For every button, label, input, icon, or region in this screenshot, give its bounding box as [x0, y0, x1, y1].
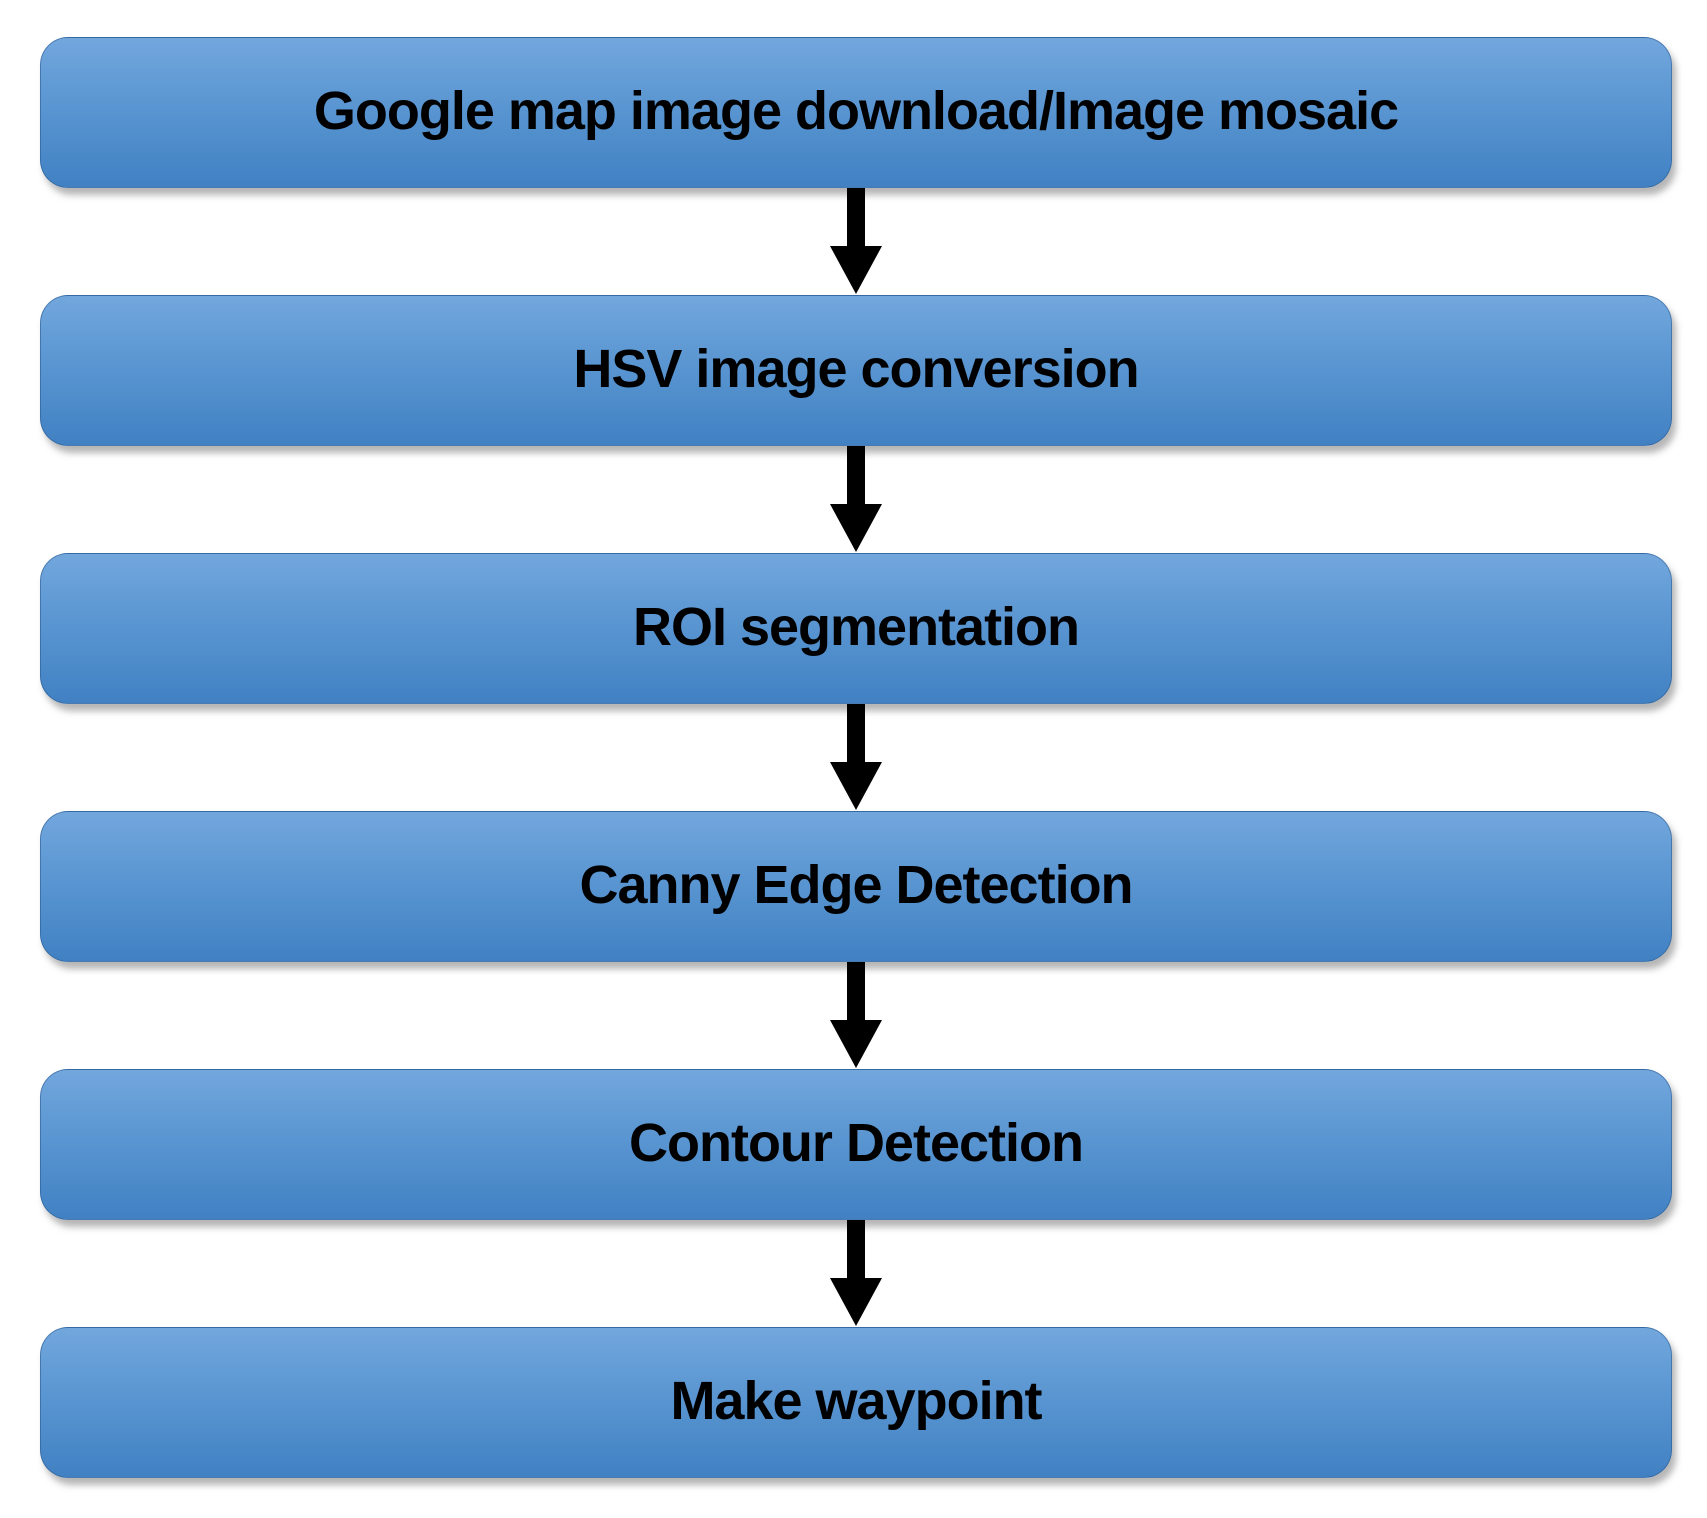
connector-5	[40, 1220, 1672, 1327]
connector-1	[40, 188, 1672, 295]
step-box-hsv-image-conversion: HSV image conversion	[40, 295, 1672, 446]
step-box-roi-segmentation: ROI segmentation	[40, 553, 1672, 704]
step-box-contour-detection: Contour Detection	[40, 1069, 1672, 1220]
step-label-google-map-image-download: Google map image download/Image mosaic	[313, 80, 1399, 141]
step-box-make-waypoint: Make waypoint	[40, 1327, 1672, 1478]
step-box-google-map-image-download: Google map image download/Image mosaic	[40, 37, 1672, 188]
step-box-canny-edge-detection: Canny Edge Detection	[40, 811, 1672, 962]
step-label-hsv-image-conversion: HSV image conversion	[573, 338, 1139, 399]
down-arrow-icon	[830, 446, 882, 552]
connector-2	[40, 446, 1672, 553]
down-arrow-icon	[830, 704, 882, 810]
connector-4	[40, 962, 1672, 1069]
down-arrow-icon	[830, 1220, 882, 1326]
step-label-canny-edge-detection: Canny Edge Detection	[579, 854, 1133, 915]
down-arrow-icon	[830, 188, 882, 294]
step-label-make-waypoint: Make waypoint	[670, 1370, 1042, 1431]
step-label-contour-detection: Contour Detection	[629, 1112, 1084, 1173]
step-label-roi-segmentation: ROI segmentation	[632, 596, 1080, 657]
connector-3	[40, 704, 1672, 811]
down-arrow-icon	[830, 962, 882, 1068]
